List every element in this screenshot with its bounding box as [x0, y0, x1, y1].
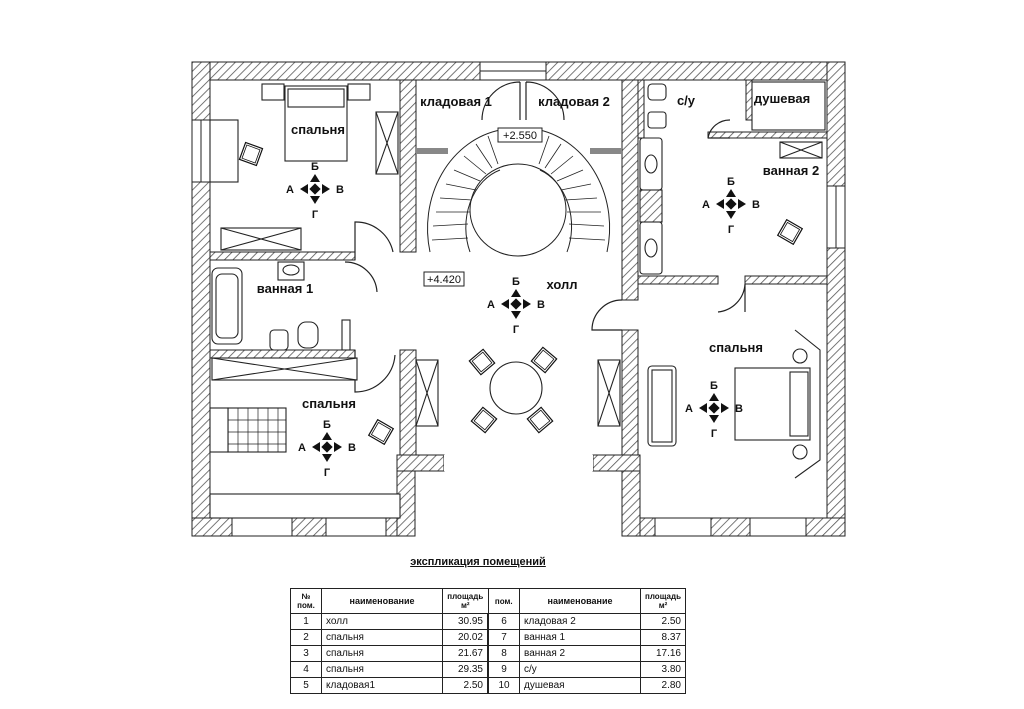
table-cell-num: 7 — [487, 629, 520, 646]
svg-text:В: В — [537, 299, 545, 311]
svg-text:А: А — [702, 199, 710, 211]
table-cell-area: 8.37 — [640, 629, 686, 646]
view-marker-bath-2: Б Г А В — [702, 176, 760, 236]
spiral-staircase — [427, 129, 611, 257]
table-cell-name: спальня — [321, 661, 443, 678]
table-cell-area: 3.80 — [640, 661, 686, 678]
dining-table — [489, 361, 543, 415]
svg-text:А: А — [487, 299, 495, 311]
table-cell-name: душевая — [519, 677, 641, 694]
room-labels: спальня кладовая 1 кладовая 2 с/у душева… — [257, 91, 819, 411]
svg-text:Г: Г — [711, 428, 718, 440]
room-label-bedroom-e: спальня — [709, 340, 763, 355]
svg-text:В: В — [336, 184, 344, 196]
floor-plan: +2.550 +4.420 спальня кладовая 1 кладова… — [191, 61, 846, 537]
svg-text:В: В — [735, 403, 743, 415]
room-label-hall: холл — [546, 277, 577, 292]
doors — [344, 81, 746, 393]
level-marks: +2.550 +4.420 — [423, 127, 543, 287]
table-cell-name: спальня — [321, 645, 443, 662]
room-label-wc: с/у — [677, 93, 696, 108]
table-cell-num: 5 — [290, 677, 322, 694]
svg-text:Б: Б — [710, 380, 718, 392]
header-name: наименование — [519, 588, 641, 614]
svg-text:Г: Г — [324, 467, 331, 479]
table-cell-area: 17.16 — [640, 645, 686, 662]
table-cell-area: 2.50 — [640, 613, 686, 630]
furniture — [209, 81, 826, 519]
table-cell-name: с/у — [519, 661, 641, 678]
table-cell-num: 3 — [290, 645, 322, 662]
table-cell-area: 2.80 — [640, 677, 686, 694]
svg-text:Г: Г — [312, 209, 319, 221]
table-cell-num: 10 — [487, 677, 520, 694]
room-label-shower: душевая — [754, 91, 810, 106]
svg-text:В: В — [752, 199, 760, 211]
view-marker-bedroom-sw: Б Г А В — [298, 419, 356, 479]
table-cell-num: 8 — [487, 645, 520, 662]
svg-text:А: А — [286, 184, 294, 196]
table-cell-area: 21.67 — [442, 645, 489, 662]
view-marker-hall: Б Г А В — [487, 276, 545, 336]
explication-title: экспликация помещений — [410, 556, 546, 568]
windows — [191, 61, 846, 537]
header-name: наименование — [321, 588, 443, 614]
view-markers: Б Г А В Б Г А В Б Г А В Б Г А В Б — [286, 161, 760, 479]
svg-text:Б: Б — [311, 161, 319, 173]
svg-text:Б: Б — [323, 419, 331, 431]
table-cell-name: ванная 2 — [519, 645, 641, 662]
table-cell-name: ванная 1 — [519, 629, 641, 646]
table-cell-num: 1 — [290, 613, 322, 630]
table-cell-num: 4 — [290, 661, 322, 678]
room-label-bath-2: ванная 2 — [763, 163, 819, 178]
level-upper: +2.550 — [503, 130, 537, 142]
svg-text:А: А — [685, 403, 693, 415]
room-label-bath-1: ванная 1 — [257, 281, 313, 296]
table-cell-area: 20.02 — [442, 629, 489, 646]
table-cell-name: спальня — [321, 629, 443, 646]
table-cell-area: 29.35 — [442, 661, 489, 678]
room-label-bedroom-sw: спальня — [302, 396, 356, 411]
svg-text:Г: Г — [728, 224, 735, 236]
level-hall: +4.420 — [427, 274, 461, 286]
svg-text:Б: Б — [512, 276, 520, 288]
view-marker-bedroom-e: Б Г А В — [685, 380, 743, 440]
svg-text:Б: Б — [727, 176, 735, 188]
table-cell-num: 9 — [487, 661, 520, 678]
header-num: пом. — [487, 588, 520, 614]
bed-sw — [227, 407, 287, 453]
table-cell-area: 30.95 — [442, 613, 489, 630]
table-cell-name: кладовая 2 — [519, 613, 641, 630]
svg-text:В: В — [348, 442, 356, 454]
view-marker-bedroom-nw: Б Г А В — [286, 161, 344, 221]
svg-text:Г: Г — [513, 324, 520, 336]
table-cell-name: кладовая1 — [321, 677, 443, 694]
room-label-pantry-1: кладовая 1 — [420, 94, 492, 109]
table-cell-num: 6 — [487, 613, 520, 630]
table-cell-num: 2 — [290, 629, 322, 646]
table-cell-name: холл — [321, 613, 443, 630]
room-label-bedroom-nw: спальня — [291, 122, 345, 137]
svg-text:А: А — [298, 442, 306, 454]
room-label-pantry-2: кладовая 2 — [538, 94, 610, 109]
table-cell-area: 2.50 — [442, 677, 489, 694]
